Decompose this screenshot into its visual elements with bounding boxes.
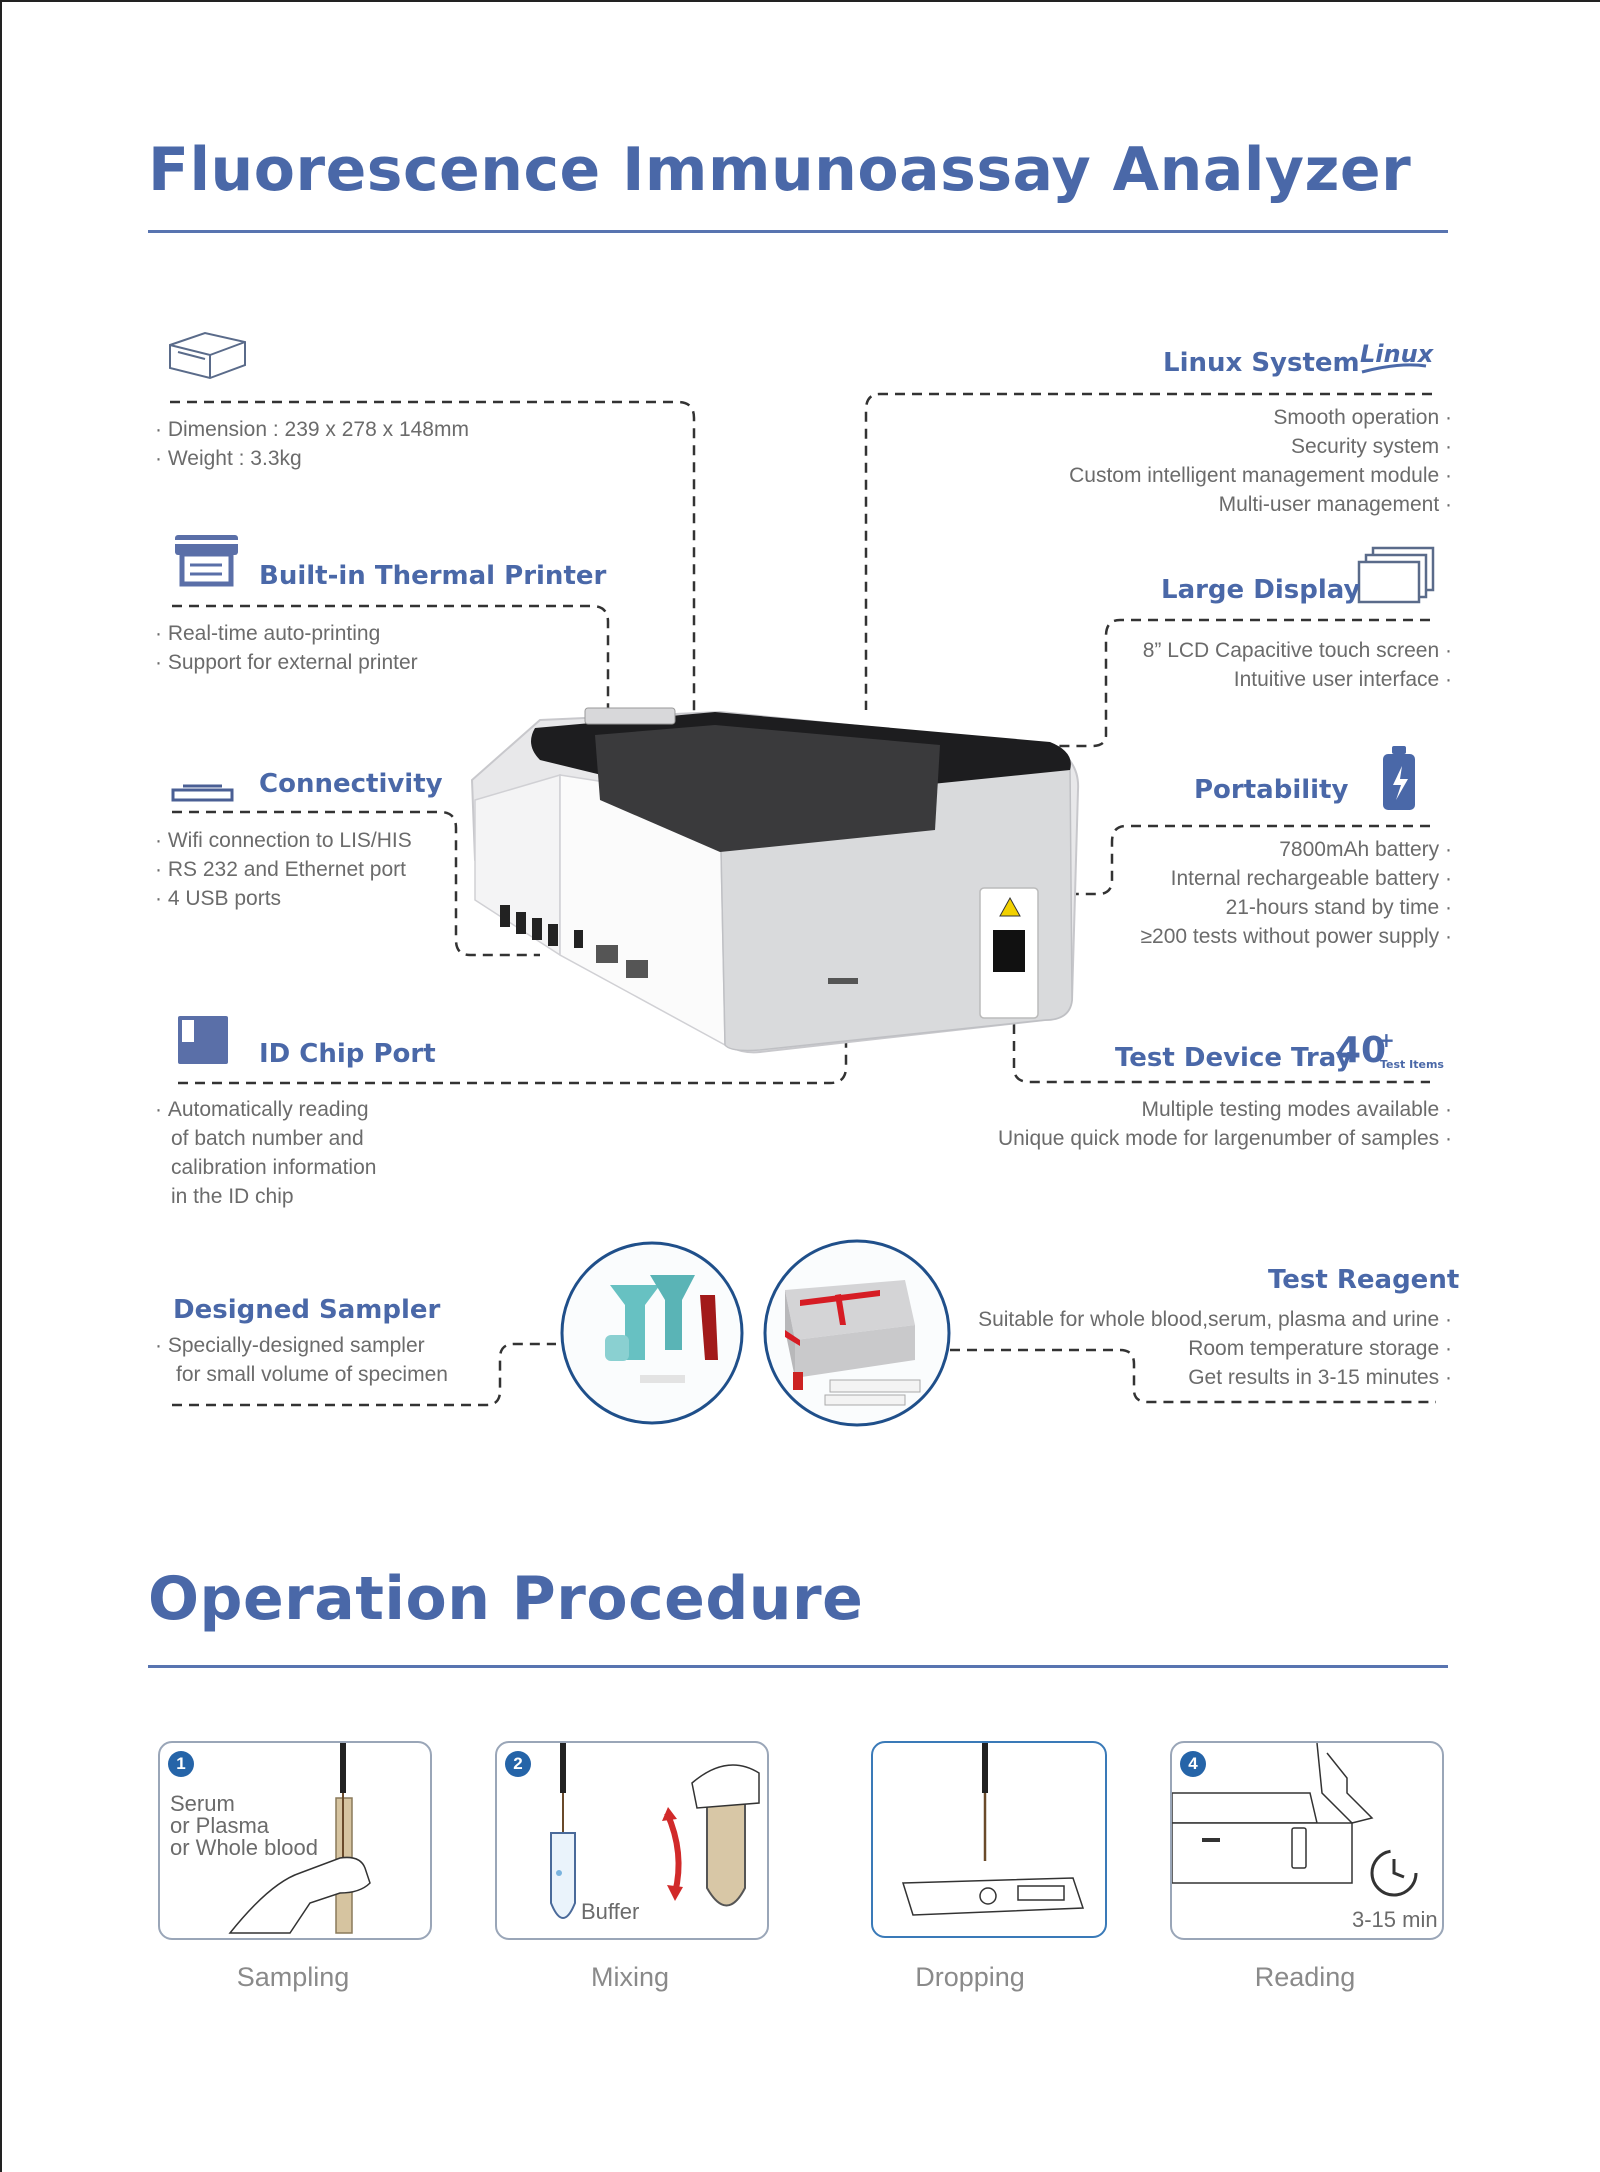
portability-heading: Portability <box>1194 775 1349 805</box>
step-number-4: 4 <box>1180 1751 1206 1777</box>
id-chip-icon <box>178 1016 228 1064</box>
reagent-heading: Test Reagent <box>1268 1265 1460 1295</box>
connectivity-line-2: RS 232 and Ethernet port <box>155 855 406 884</box>
reagent-line-2: Room temperature storage <box>1188 1334 1452 1363</box>
sampling-illustration <box>228 1743 371 1934</box>
sampler-line-1: Specially-designed sampler <box>155 1331 425 1360</box>
step-3-label: Dropping <box>915 1962 1025 1992</box>
portability-line-4: ≥200 tests without power supply <box>1140 922 1452 951</box>
analyzer-device-illustration <box>470 707 1080 1054</box>
linux-line-4: Multi-user management <box>1219 490 1452 519</box>
display-line-2: Intuitive user interface <box>1234 665 1452 694</box>
page-border-top <box>0 0 1600 2</box>
portability-line-2: Internal rechargeable battery <box>1171 864 1452 893</box>
reagent-line-1: Suitable for whole blood,serum, plasma a… <box>978 1305 1452 1334</box>
linux-line-2: Security system <box>1291 432 1452 461</box>
portability-line-1: 7800mAh battery <box>1279 835 1452 864</box>
idchip-line-1: Automatically reading <box>155 1095 369 1124</box>
step-1-text-2: or Plasma <box>170 1813 270 1838</box>
step-reading-card: 4 3-15 min <box>1170 1741 1444 1940</box>
linux-line-1: Smooth operation <box>1273 403 1452 432</box>
portability-line-3: 21-hours stand by time <box>1226 893 1452 922</box>
box-icon <box>169 331 246 380</box>
idchip-line-3: calibration information <box>171 1156 377 1179</box>
idchip-heading: ID Chip Port <box>259 1039 436 1069</box>
step-4-label: Reading <box>1254 1962 1356 1992</box>
linux-heading: Linux System <box>1163 348 1360 378</box>
display-heading: Large Display <box>1161 575 1361 605</box>
step-dropping-card <box>871 1741 1107 1938</box>
step-1-text-1: Serum <box>170 1791 235 1816</box>
display-icon <box>1357 546 1435 604</box>
sampler-image <box>560 1241 744 1425</box>
idchip-line-2: of batch number and <box>171 1127 364 1150</box>
step-4-text-1: 3-15 min <box>1352 1907 1438 1932</box>
spec-dimension: Dimension : 239 x 278 x 148mm <box>155 415 469 444</box>
sampler-heading: Designed Sampler <box>173 1295 441 1325</box>
section-title-operation: Operation Procedure <box>148 1564 864 1634</box>
tray-count-label: Test Items <box>1380 1058 1444 1071</box>
title-rule <box>148 230 1448 233</box>
linux-logo-icon: Linux <box>1360 340 1435 374</box>
sampler-line-2: for small volume of specimen <box>176 1363 448 1386</box>
page-title: Fluorescence Immunoassay Analyzer <box>148 135 1412 205</box>
connectivity-heading: Connectivity <box>259 769 443 799</box>
section-rule <box>148 1665 1448 1668</box>
tray-line-2: Unique quick mode for largenumber of sam… <box>998 1124 1452 1153</box>
tray-count: 40 <box>1336 1030 1387 1071</box>
printer-icon <box>175 535 238 587</box>
battery-icon <box>1383 746 1415 810</box>
step-mixing-card: 2 Buffer <box>495 1741 769 1940</box>
step-number-2: 2 <box>505 1751 531 1777</box>
tray-plus: + <box>1378 1028 1395 1052</box>
step-1-label: Sampling <box>236 1962 350 1992</box>
connectivity-line-1: Wifi connection to LIS/HIS <box>155 826 412 855</box>
linux-line-3: Custom intelligent management module <box>1069 461 1452 490</box>
mixing-illustration <box>550 1743 760 1919</box>
step-2-text-1: Buffer <box>581 1899 640 1924</box>
reading-illustration <box>1172 1743 1418 1897</box>
tray-heading: Test Device Tray <box>1115 1043 1353 1073</box>
step-number-1: 1 <box>168 1751 194 1777</box>
step-1-text-3: or Whole blood <box>170 1835 318 1860</box>
page-border-left <box>0 0 2 2172</box>
connectivity-line-3: 4 USB ports <box>155 884 281 913</box>
svg-text:Linux: Linux <box>1360 340 1435 368</box>
dropping-illustration <box>901 1743 1085 1916</box>
display-line-1: 8” LCD Capacitive touch screen <box>1143 636 1452 665</box>
spec-weight: Weight : 3.3kg <box>155 444 302 473</box>
reagent-line-3: Get results in 3-15 minutes <box>1188 1363 1452 1392</box>
tray-line-1: Multiple testing modes available <box>1142 1095 1453 1124</box>
idchip-line-4: in the ID chip <box>171 1185 294 1208</box>
port-icon <box>171 784 234 802</box>
printer-line-1: Real-time auto-printing <box>155 619 380 648</box>
reagent-image <box>763 1239 951 1427</box>
step-sampling-card: 1 Serum or Plasma or Whole blood <box>158 1741 432 1940</box>
step-2-label: Mixing <box>590 1962 670 1992</box>
printer-line-2: Support for external printer <box>155 648 418 677</box>
printer-heading: Built-in Thermal Printer <box>259 561 607 591</box>
